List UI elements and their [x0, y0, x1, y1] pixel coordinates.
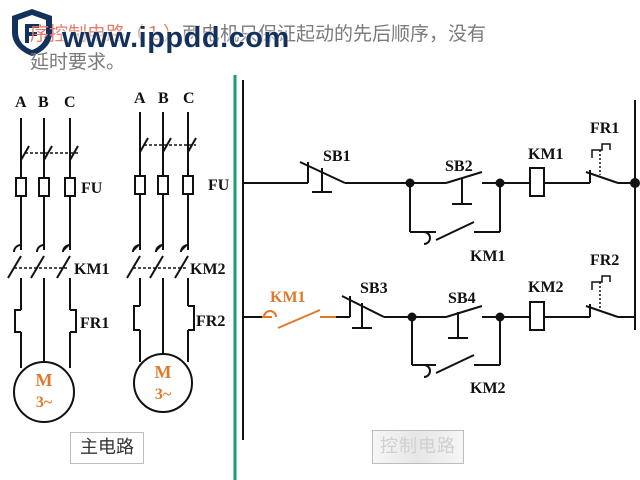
control-circuit-caption: 控制电路 [372, 430, 464, 464]
phase-label-a-2: A [134, 90, 146, 107]
phase-label-b-1: B [38, 94, 49, 111]
km2-coil [529, 301, 545, 331]
motor1-phase: 3~ [35, 394, 53, 411]
phase-label-a-1: A [15, 94, 27, 111]
km1-main-contacts [7, 244, 71, 279]
fr1-thermal-element [14, 309, 77, 333]
caption-text: 序控制电路（１）两电机只保证起动的先后顺序，没有 延时要求。 [30, 20, 630, 76]
phase-label-b-2: B [158, 90, 169, 107]
motor1-letter: M [35, 370, 53, 390]
km1-aux-label: KM1 [470, 248, 506, 265]
sb1-label: SB1 [323, 148, 351, 165]
fuse-label-1: FU [81, 180, 103, 197]
km2-aux-label: KM2 [470, 380, 506, 397]
isolator-switch-1 [20, 145, 79, 161]
caption-line1: 两电机只保证起动的先后顺序，没有 [182, 23, 487, 45]
motor2-circle [133, 353, 193, 413]
main-circuit-motor2 [126, 112, 197, 413]
fr2-thermal-element [133, 305, 195, 331]
sb1-stop-button [299, 161, 346, 193]
phase-label-c-1: C [64, 94, 76, 111]
fr2-contact-label: FR2 [590, 252, 620, 269]
caption-line2: 延时要求。 [30, 51, 126, 73]
phase-label-c-2: C [183, 90, 195, 107]
fuse-label-2: FU [208, 177, 230, 194]
sb3-label: SB3 [360, 280, 388, 297]
km1-coil-label: KM1 [528, 146, 564, 163]
km2-main-label: KM2 [190, 261, 226, 278]
sb4-label: SB4 [448, 290, 476, 307]
fuse-set-1 [15, 177, 76, 197]
rung-2 [243, 275, 635, 378]
sb3-stop-button [341, 295, 385, 329]
motor2-phase: 3~ [154, 386, 172, 403]
sb4-start-button [436, 305, 500, 339]
fuse-set-2 [134, 175, 194, 195]
caption-highlight: 序控制电路（１） [30, 23, 183, 45]
site-logo-icon [12, 9, 52, 56]
km1-coil [529, 167, 545, 197]
rung-1 [243, 143, 640, 245]
fr1-nc-contact [585, 143, 619, 184]
sb2-label: SB2 [445, 158, 473, 175]
main-circuit-caption: 主电路 [70, 432, 144, 464]
motor1-circle [13, 361, 75, 423]
fr2-main-label: FR2 [196, 313, 226, 330]
sb2-start-button [436, 171, 500, 205]
fr1-contact-label: FR1 [590, 120, 620, 137]
km2-main-contacts [126, 244, 189, 279]
main-circuit-motor1 [7, 118, 79, 423]
control-circuit [242, 80, 640, 440]
watermark-text: www.ippdd.com [62, 22, 290, 54]
km1-holding-contact [409, 183, 501, 245]
km2-holding-contact [411, 317, 501, 378]
fr1-main-label: FR1 [80, 315, 110, 332]
km2-coil-label: KM2 [528, 279, 564, 296]
km1-interlock-contact [262, 309, 336, 329]
km1-main-label: KM1 [74, 261, 110, 278]
fr2-nc-contact [585, 275, 619, 318]
km1-interlock-label: KM1 [270, 289, 306, 306]
motor2-letter: M [154, 362, 172, 382]
isolator-switch-2 [139, 137, 197, 153]
